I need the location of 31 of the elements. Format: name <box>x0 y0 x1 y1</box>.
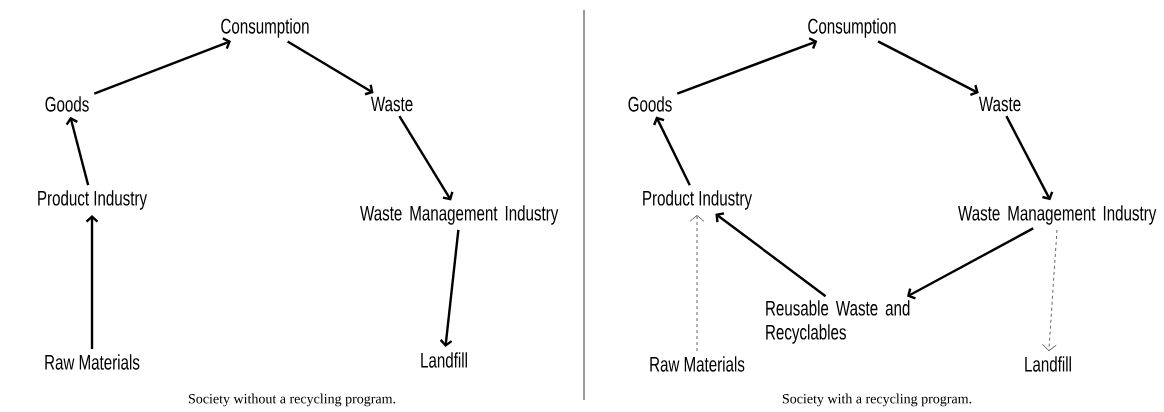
arrow <box>877 40 979 97</box>
flow-label: Goods <box>45 96 89 112</box>
flow-label: Landfill <box>1025 356 1071 372</box>
flow-label: Waste Management Industry <box>958 205 1157 225</box>
caption: Society with a recycling program. <box>782 393 972 407</box>
arrow <box>715 212 827 298</box>
arrow <box>65 116 90 186</box>
arrow <box>907 227 1034 300</box>
flow-label: Product Industry <box>38 190 147 210</box>
flow-label: Consumption <box>221 18 309 38</box>
arrow <box>85 214 99 350</box>
flow-label: Waste <box>978 96 1021 112</box>
flow-label: Consumption <box>808 18 896 38</box>
arrow <box>1042 229 1058 351</box>
flow-label: Waste Management Industry <box>360 205 559 225</box>
arrow <box>653 116 691 186</box>
arrow <box>287 40 374 96</box>
caption: Society without a recycling program. <box>188 393 396 407</box>
arrow <box>398 115 454 201</box>
flow-label: Reusable Waste and Recyclables <box>766 300 910 344</box>
arrow <box>676 37 818 95</box>
arrow <box>439 229 460 348</box>
flow-label: Raw Materials <box>650 356 745 372</box>
flow-label: Product Industry <box>643 190 752 210</box>
arrow <box>1005 115 1054 201</box>
flow-label: Landfill <box>421 352 467 368</box>
arrow <box>93 37 231 95</box>
flow-label: Goods <box>628 96 672 112</box>
arrow <box>689 215 705 352</box>
flow-label: Raw Materials <box>45 354 140 370</box>
flow-label: Waste <box>370 96 413 112</box>
